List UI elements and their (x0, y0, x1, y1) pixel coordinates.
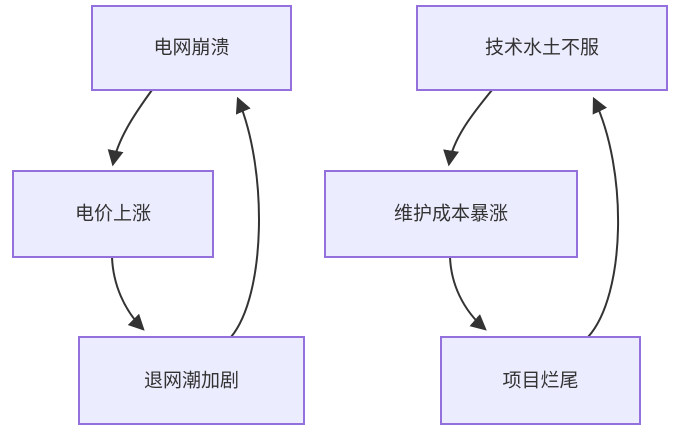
node-tech-misfit-label: 技术水土不服 (485, 37, 599, 59)
edge-grid-collapse-to-price-rise (107, 89, 153, 167)
node-price-rise: 电价上涨 (12, 170, 214, 258)
edge-project-fail-to-tech-misfit (587, 96, 620, 338)
node-exit-wave: 退网潮加剧 (78, 336, 305, 425)
edge-exit-wave-to-grid-collapse (230, 96, 260, 338)
edge-tech-misfit-to-maintenance-cost (443, 89, 493, 167)
node-price-rise-label: 电价上涨 (75, 203, 151, 225)
edge-price-rise-to-exit-wave (111, 256, 145, 331)
node-project-fail: 项目烂尾 (440, 336, 641, 425)
node-exit-wave-label: 退网潮加剧 (144, 370, 239, 392)
edge-maintenance-cost-to-project-fail (449, 256, 487, 331)
node-maintenance-cost: 维护成本暴涨 (324, 170, 578, 258)
node-project-fail-label: 项目烂尾 (502, 370, 578, 392)
node-grid-collapse: 电网崩溃 (91, 5, 292, 91)
node-maintenance-cost-label: 维护成本暴涨 (394, 203, 508, 225)
node-grid-collapse-label: 电网崩溃 (153, 37, 229, 59)
node-tech-misfit: 技术水土不服 (416, 5, 668, 91)
